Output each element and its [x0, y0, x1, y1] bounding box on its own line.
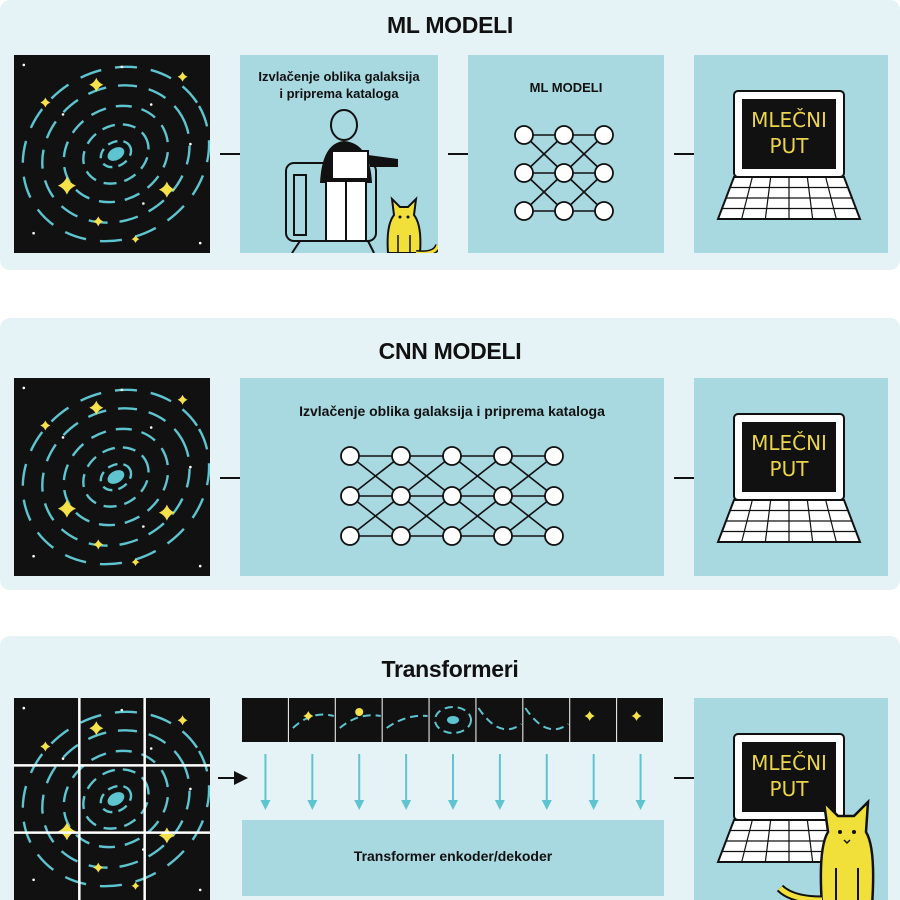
step-label: Izvlačenje oblika galaksija i priprema k… — [299, 403, 605, 419]
image-patch — [617, 698, 664, 742]
arrow-down-icon — [260, 754, 271, 810]
network-node — [554, 125, 574, 145]
network-node — [442, 446, 462, 466]
arrow-down-icon — [448, 754, 458, 810]
image-patch — [570, 698, 619, 742]
network-node — [544, 446, 564, 466]
screen-text: PUT — [770, 457, 810, 481]
network-node — [544, 526, 564, 546]
network-node — [442, 486, 462, 506]
galaxy-image — [14, 55, 210, 253]
section-title: CNN MODELI — [378, 338, 522, 364]
image-patch — [429, 698, 478, 742]
image-patch — [335, 698, 384, 742]
section-title: Transformeri — [381, 656, 519, 682]
network-node — [442, 526, 462, 546]
galaxy-image — [14, 698, 210, 900]
neural-network-icon — [514, 125, 614, 221]
network-node — [493, 526, 513, 546]
step-label: Izvlačenje oblika galaksija i priprema k… — [258, 69, 420, 101]
model-label: ML MODELI — [529, 80, 603, 95]
network-node — [544, 486, 564, 506]
encoder-label: Transformer enkoder/dekoder — [353, 848, 553, 864]
network-node — [340, 446, 360, 466]
ml-model-box: ML MODELI — [468, 55, 664, 253]
network-node — [391, 526, 411, 546]
screen-text: PUT — [770, 134, 810, 158]
arrow-down-icon — [401, 754, 412, 810]
image-patch-sequence — [242, 698, 664, 742]
network-node — [594, 163, 614, 183]
arrow-down-icon — [354, 754, 365, 810]
network-node — [340, 526, 360, 546]
ml-models-panel: ML MODELI Izvlačenje oblika galaksija i … — [0, 0, 900, 270]
extraction-step-box: Izvlačenje oblika galaksija i priprema k… — [240, 55, 438, 253]
network-node — [514, 125, 534, 145]
arrow-down-icon — [635, 754, 646, 810]
screen-text: MLEČNI — [751, 751, 827, 775]
arrow-down-icon — [307, 754, 318, 810]
network-node — [340, 486, 360, 506]
image-patch — [476, 698, 525, 742]
cnn-models-panel: CNN MODELI Izvlačenje oblika galaksija i… — [0, 318, 900, 590]
cat-icon — [386, 196, 438, 253]
image-patch — [288, 698, 337, 742]
arrow-down-icon — [541, 754, 552, 810]
screen-text: MLEČNI — [751, 431, 827, 455]
network-node — [493, 486, 513, 506]
transformers-panel: Transformeri Transformer enkoder/dekoder… — [0, 636, 900, 900]
neural-network-icon — [340, 446, 564, 546]
arrow-down-icon — [588, 754, 599, 810]
network-node — [391, 486, 411, 506]
arrow-down-icon — [494, 754, 505, 810]
person-with-laptop-icon — [285, 109, 398, 253]
image-patch — [523, 698, 572, 742]
network-node — [391, 446, 411, 466]
section-title: ML MODELI — [387, 12, 513, 38]
network-node — [594, 125, 614, 145]
arrow-down-icon — [260, 754, 646, 810]
network-node — [554, 201, 574, 221]
transformer-encoder-decoder-box: Transformer enkoder/dekoder — [242, 820, 664, 896]
cnn-extraction-box: Izvlačenje oblika galaksija i priprema k… — [240, 378, 664, 576]
network-node — [514, 163, 534, 183]
screen-text: PUT — [770, 777, 810, 801]
cat-icon — [776, 798, 875, 900]
network-node — [493, 446, 513, 466]
network-node — [594, 201, 614, 221]
screen-text: MLEČNI — [751, 108, 827, 132]
image-patch — [382, 698, 431, 742]
network-node — [554, 163, 574, 183]
image-patch — [242, 698, 290, 742]
network-node — [514, 201, 534, 221]
arrow-right-icon — [218, 771, 248, 785]
galaxy-image — [14, 378, 210, 576]
